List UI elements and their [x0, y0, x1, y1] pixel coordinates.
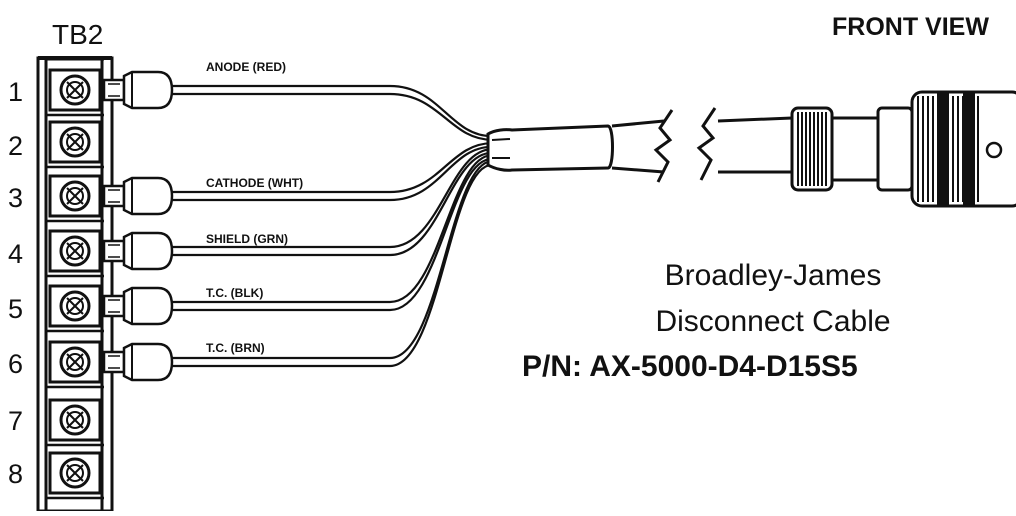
- pin-number-5: 5: [8, 294, 23, 324]
- wire-3: [170, 148, 493, 257]
- terminal-block-label: TB2: [52, 19, 103, 50]
- wire-label-anode: ANODE (RED): [206, 60, 286, 74]
- pin-number-4: 4: [8, 239, 23, 269]
- pin-number-1: 1: [8, 77, 23, 107]
- cable-break: [611, 107, 793, 183]
- wire-label-shield: SHIELD (GRN): [206, 232, 288, 246]
- front-view-label: FRONT VIEW: [832, 13, 989, 41]
- wire-1: [170, 84, 493, 141]
- pin-number-6: 6: [8, 349, 23, 379]
- wire-4: [170, 154, 493, 312]
- crimp-lug-1: [102, 70, 174, 110]
- pin-number-8: 8: [8, 459, 23, 489]
- pin-number-7: 7: [8, 406, 23, 436]
- crimp-lug-2: [102, 176, 174, 216]
- wire-label-tc-blk: T.C. (BLK): [206, 286, 263, 300]
- wire-label-cathode: CATHODE (WHT): [206, 176, 303, 190]
- wire-label-tc-brn: T.C. (BRN): [206, 341, 265, 355]
- wire-2: [170, 142, 493, 202]
- terminal-pins: [46, 68, 104, 500]
- crimp-lug-3: [102, 231, 174, 271]
- crimp-lug-4: [102, 286, 174, 326]
- terminal-screw-3: [46, 174, 104, 223]
- connector: [790, 90, 1016, 208]
- terminal-screw-5: [46, 284, 104, 333]
- pin-number-2: 2: [8, 131, 23, 161]
- terminal-screw-7: [46, 398, 104, 447]
- wire-5: [170, 160, 493, 368]
- terminal-screw-2: [46, 120, 104, 169]
- crimp-lug-5: [102, 342, 174, 382]
- cable-name-line1: Broadley-James: [665, 259, 882, 292]
- terminal-screw-4: [46, 229, 104, 278]
- cable-name-line2: Disconnect Cable: [655, 305, 890, 338]
- cable-sleeve: [486, 124, 614, 172]
- pin-number-3: 3: [8, 183, 23, 213]
- wire-harness: [170, 84, 493, 368]
- terminal-screw-8: [46, 451, 104, 500]
- terminal-screw-1: [46, 68, 104, 117]
- cable-part-number: P/N: AX-5000-D4-D15S5: [522, 350, 858, 383]
- terminal-screw-6: [46, 340, 104, 389]
- crimp-lugs: [102, 70, 174, 382]
